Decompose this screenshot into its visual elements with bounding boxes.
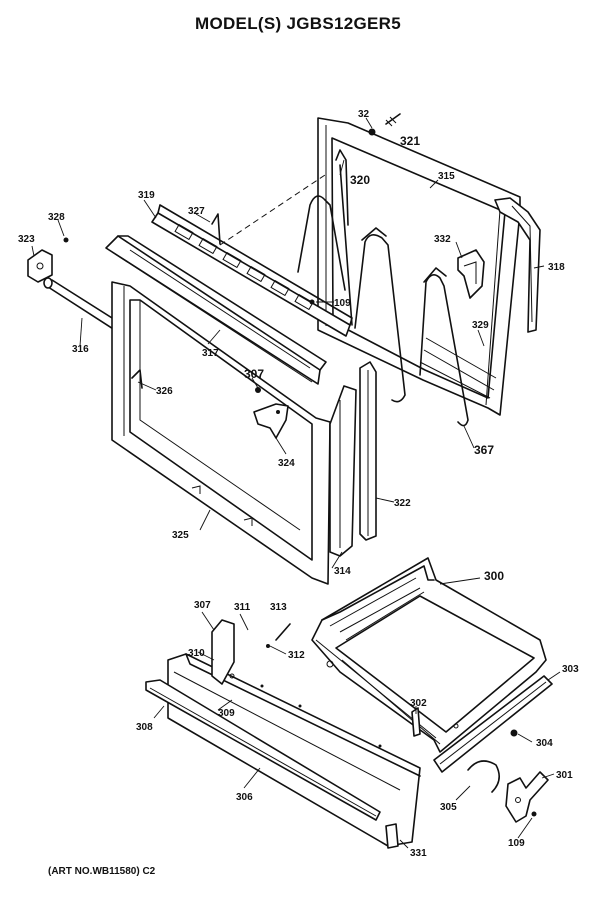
- door-liner-325: [111, 281, 331, 585]
- screw-304: [510, 729, 518, 737]
- bracket-301: [505, 771, 549, 823]
- hinge-arm-367b: [419, 267, 469, 427]
- callout-306: 306: [236, 792, 253, 803]
- callout-327: 327: [188, 206, 205, 217]
- clip-327: [211, 213, 221, 245]
- door-spring-320: [297, 149, 353, 326]
- callout-302: 302: [410, 698, 427, 709]
- callout-328: 328: [48, 212, 65, 223]
- callout-314: 314: [334, 566, 351, 577]
- callout-326: 326: [156, 386, 173, 397]
- callout-300: 300: [484, 569, 504, 583]
- callout-321: 321: [400, 134, 420, 148]
- callout-320: 320: [350, 173, 370, 187]
- callout-109-lower: 109: [508, 838, 525, 849]
- callout-305: 305: [440, 802, 457, 813]
- screw-109-upper: [309, 299, 315, 305]
- leader-lines: [31, 117, 561, 849]
- callout-309: 309: [218, 708, 235, 719]
- hinge-arm-367a: [354, 227, 406, 403]
- diagram-title: MODEL(S) JGBS12GER5: [195, 14, 401, 33]
- screw-312: [266, 644, 270, 648]
- callout-109-upper: 109: [334, 298, 351, 309]
- drawer-300: [311, 557, 547, 753]
- callout-labels: 32 321 320 315 318 332 329 367 328 323 3…: [18, 109, 579, 859]
- vent-panel-319: [151, 204, 353, 337]
- callout-303: 303: [562, 664, 579, 675]
- callout-313: 313: [270, 602, 287, 613]
- screw-397: [255, 387, 261, 393]
- callout-311: 311: [234, 602, 251, 613]
- callout-310: 310: [188, 648, 205, 659]
- callout-32: 32: [358, 109, 370, 120]
- hinge-318: [494, 197, 541, 333]
- callout-325: 325: [172, 530, 189, 541]
- clip-326: [131, 369, 143, 389]
- bracket-323: [27, 237, 69, 283]
- screw-109-lower: [531, 811, 537, 817]
- callout-308: 308: [136, 722, 153, 733]
- callout-304: 304: [536, 738, 553, 749]
- drawer-panel-307: [211, 619, 235, 685]
- door-trim-317: [105, 235, 327, 385]
- callout-322: 322: [394, 498, 411, 509]
- bracket-324: [253, 403, 289, 439]
- alignment-line: [219, 174, 326, 246]
- callout-329: 329: [472, 320, 489, 331]
- callout-331: 331: [410, 848, 427, 859]
- callout-316: 316: [72, 344, 89, 355]
- callout-307-upper: 307: [244, 367, 264, 381]
- callout-324: 324: [278, 458, 295, 469]
- callout-323: 323: [18, 234, 35, 245]
- bracket-331: [385, 823, 399, 849]
- callout-317: 317: [202, 348, 219, 359]
- callout-319: 319: [138, 190, 155, 201]
- channel-322: [359, 361, 377, 541]
- callout-318: 318: [548, 262, 565, 273]
- callout-315: 315: [438, 171, 455, 182]
- door-frame-315: [317, 117, 521, 416]
- callout-367: 367: [474, 443, 494, 457]
- screw-313: [275, 623, 291, 641]
- callout-301: 301: [556, 770, 573, 781]
- drawer-rail-303: [433, 675, 553, 773]
- door-glass-314: [329, 385, 357, 557]
- bracket-332: [457, 249, 485, 299]
- art-number: (ART NO.WB11580) C2: [48, 866, 156, 877]
- callout-332: 332: [434, 234, 451, 245]
- callout-307: 307: [194, 600, 211, 611]
- drawer-trim-308: [145, 679, 381, 821]
- roller-305: [467, 760, 500, 793]
- callout-312: 312: [288, 650, 305, 661]
- screw-321: [368, 113, 401, 136]
